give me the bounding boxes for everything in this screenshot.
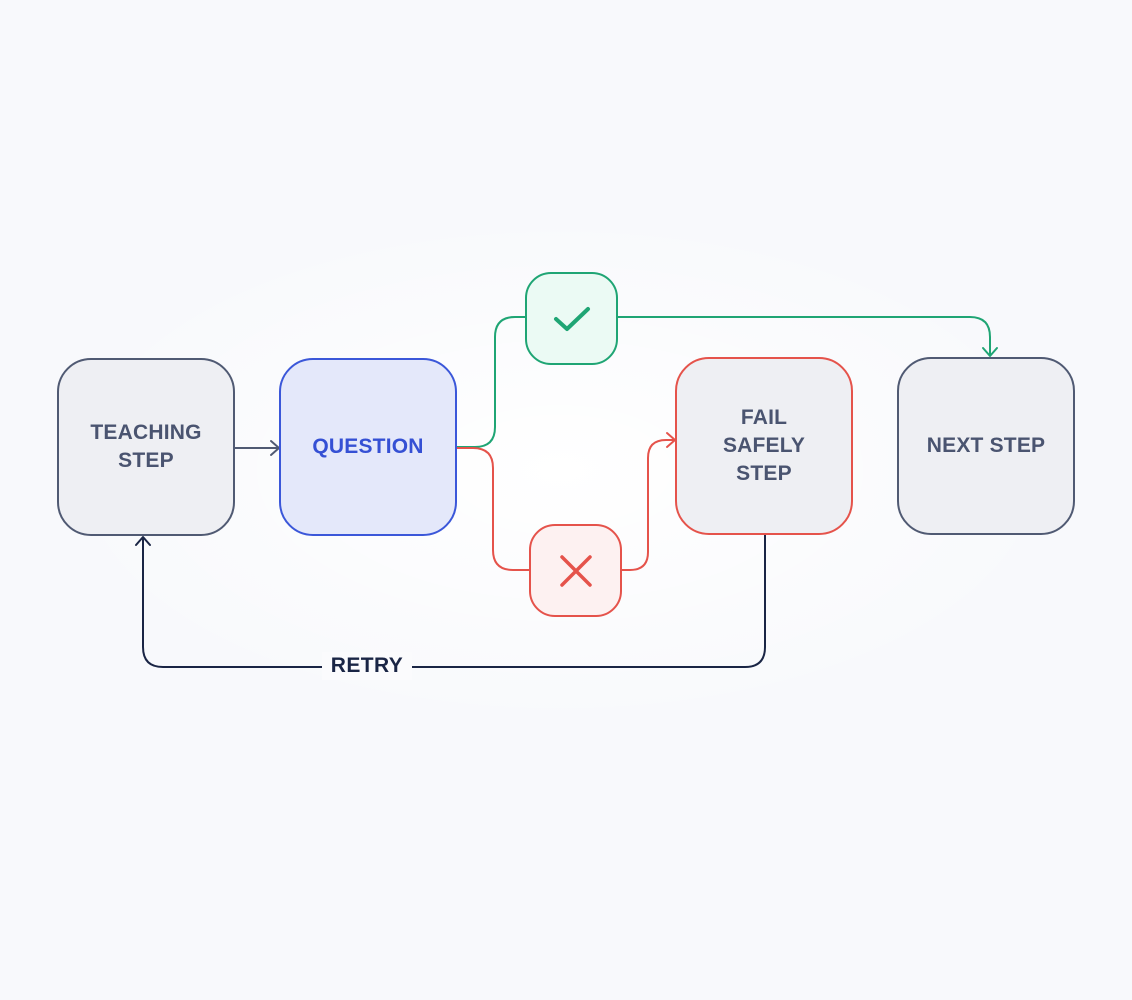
question-node: QUESTION xyxy=(279,358,457,536)
teaching-step-label: TEACHING STEP xyxy=(90,421,202,472)
wrong-answer-badge xyxy=(529,524,622,617)
next-step-label: NEXT STEP xyxy=(926,434,1046,457)
fail-safely-step-label: FAIL SAFELY STEP xyxy=(722,406,806,485)
edge-retry-loop xyxy=(142,535,766,668)
edge-question-to-correct xyxy=(457,316,525,448)
edge-wrong-to-fail xyxy=(622,439,675,571)
arrowhead-retry xyxy=(135,536,151,546)
fail-safely-step-node: FAIL SAFELY STEP xyxy=(675,357,853,535)
cross-icon xyxy=(559,554,592,587)
checkmark-icon xyxy=(553,306,590,331)
question-label: QUESTION xyxy=(312,435,424,458)
edge-correct-to-next xyxy=(618,316,991,356)
arrowhead-correct-to-next xyxy=(982,347,998,357)
edge-question-to-wrong xyxy=(457,447,529,571)
retry-label: RETRY xyxy=(322,652,412,680)
next-step-node: NEXT STEP xyxy=(897,357,1075,535)
correct-answer-badge xyxy=(525,272,618,365)
teaching-step-node: TEACHING STEP xyxy=(57,358,235,536)
